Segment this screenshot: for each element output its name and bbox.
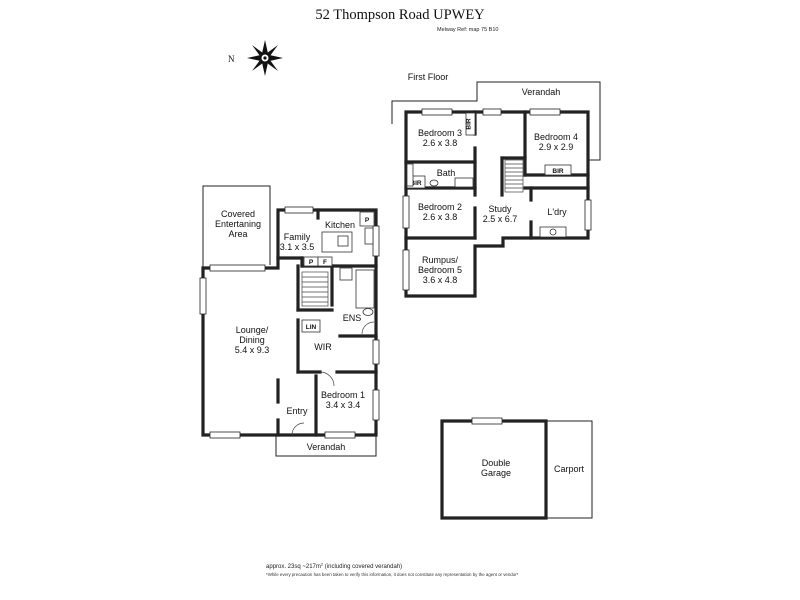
room-rumpus-name-line1: Rumpus/ [422,255,459,265]
room-study-size: 2.5 x 6.7 [483,214,518,224]
ground-verandah-label: Verandah [307,442,346,452]
ground-floor-outer-walls [201,208,378,437]
sink-icon [549,228,557,236]
window [529,108,561,116]
carport-label: Carport [554,464,585,474]
room-lounge-name-line1: Lounge/ [236,325,269,335]
pantry-label-hall: P [309,259,314,266]
vanity-icon [406,163,414,187]
first-floor-verandah-label: Verandah [522,87,561,97]
window [372,339,380,365]
covered-area-label-line3: Area [228,229,247,239]
room-study-name: Study [488,204,512,214]
room-rumpus-name-line2: Bedroom 5 [418,265,462,275]
room-lounge-name-line2: Dining [239,335,265,345]
ground-verandah-outline [275,435,377,457]
window [372,389,380,421]
room-bedroom4-name: Bedroom 4 [534,132,578,142]
room-bath-name: Bath [437,168,456,178]
bir-label-bedroom3: BIR [466,118,473,130]
window [584,199,592,231]
disclaimer: *While every precaution has been taken t… [266,572,519,577]
linen-label: LIN [306,324,317,331]
toilet-icon [362,308,374,316]
stairs-icon [504,159,524,193]
window [199,277,207,315]
pantry-label-kitchen: P [365,217,370,224]
floor-area-value: approx. 23sq ~217m [266,564,321,570]
garage-walls [440,419,548,520]
ground-floor-plan: Covered Entertaning Area P [199,185,380,457]
shower-screen-icon [361,321,375,335]
window [209,264,266,272]
room-laundry-name: L'dry [547,207,567,217]
fridge-label: F [323,259,327,266]
window [209,431,241,439]
room-bedroom4-size: 2.9 x 2.9 [539,142,574,152]
room-wir-name: WIR [314,342,332,352]
bir-label-bedroom4: BIR [552,168,564,175]
window [284,206,314,214]
room-kitchen-name: Kitchen [325,220,355,230]
room-family-size: 3.1 x 3.5 [280,242,315,252]
room-rumpus-size: 3.6 x 4.8 [423,275,458,285]
room-bedroom2-size: 2.6 x 3.8 [423,212,458,222]
covered-area-outline [202,185,271,268]
floor-area-unit-superscript: 2 [321,562,324,567]
garage-plan: Double Garage Carport [440,417,593,520]
door-swing-icon [319,371,335,387]
window [402,249,410,291]
toilet-icon [429,179,439,187]
double-garage-label-line1: Double [482,458,511,468]
floor-area-note: approx. 23sq ~217m2 (including covered v… [266,562,402,571]
bathtub-icon [454,177,474,188]
bathtub-icon [355,269,375,309]
room-ensuite-name: ENS [343,313,362,323]
bir-label-bath: BIR [410,180,422,187]
window [402,195,410,229]
room-bedroom1-size: 3.4 x 3.4 [326,400,361,410]
floor-area-note-suffix: (including covered verandah) [323,564,402,570]
window [421,108,453,116]
first-floor-heading: First Floor [408,72,449,82]
door-swing-icon [291,422,305,436]
compass-rose-icon [247,40,283,76]
window [482,108,502,116]
cooktop-icon [337,235,349,247]
room-bedroom3-size: 2.6 x 3.8 [423,138,458,148]
first-floor-plan: First Floor Verandah BIR BIR BIR [391,72,601,298]
first-floor-outer-walls [404,110,590,298]
north-label: N [228,54,235,64]
room-bedroom3-name: Bedroom 3 [418,128,462,138]
window [372,225,380,257]
window [471,417,503,425]
covered-area-label-line1: Covered [221,209,255,219]
melway-reference: Melway Ref: map 75 B10 [437,27,498,33]
room-family-name: Family [284,232,311,242]
first-floor-verandah-outline [391,81,601,161]
window [324,431,356,439]
carport-outline [546,420,593,519]
room-lounge-size: 5.4 x 9.3 [235,345,270,355]
sink-icon [364,227,374,245]
covered-area-label-line2: Entertaning [215,219,261,229]
double-garage-label-line2: Garage [481,468,511,478]
vanity-icon [339,267,353,281]
room-bedroom1-name: Bedroom 1 [321,390,365,400]
room-bedroom2-name: Bedroom 2 [418,202,462,212]
room-entry-name: Entry [286,406,308,416]
property-title: 52 Thompson Road UPWEY [315,7,485,23]
stairs-icon [301,271,329,307]
